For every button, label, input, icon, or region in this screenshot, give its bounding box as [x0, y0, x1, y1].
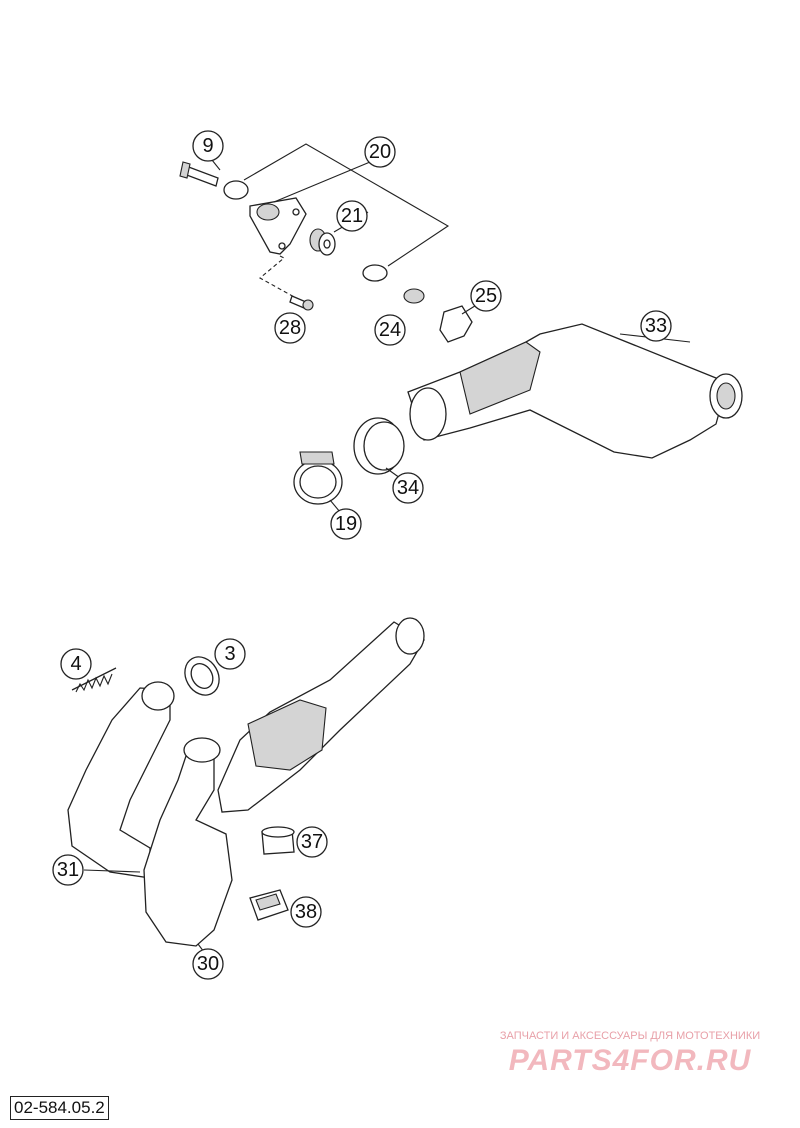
svg-text:28: 28	[279, 317, 301, 339]
spring-part-4	[71, 667, 117, 693]
callout-38: 38	[290, 896, 322, 928]
svg-text:3: 3	[224, 643, 235, 665]
callout-28: 28	[274, 312, 306, 344]
callout-4: 4	[60, 648, 92, 680]
svg-text:33: 33	[645, 315, 667, 337]
pipe-31-flange	[141, 681, 175, 711]
bolt-part-28	[289, 295, 314, 311]
clamp-part-19	[293, 451, 343, 505]
leader-31	[83, 869, 141, 873]
mid-pipe-end	[395, 617, 425, 655]
callout-20: 20	[364, 136, 396, 168]
svg-text:21: 21	[341, 205, 363, 227]
callout-31: 31	[52, 854, 84, 886]
bolt-part-9	[179, 161, 219, 187]
svg-text:25: 25	[475, 285, 497, 307]
clip-part-25	[439, 305, 473, 343]
clamp-part-38	[249, 889, 289, 921]
washer-part-24	[403, 288, 425, 304]
svg-text:34: 34	[397, 477, 419, 499]
svg-text:37: 37	[301, 831, 323, 853]
pipe-30-flange	[183, 737, 221, 763]
seal-band-part-34	[353, 417, 405, 475]
figure-code-label: 02-584.05.2	[10, 1096, 109, 1120]
callout-30: 30	[192, 948, 224, 980]
callout-33: 33	[640, 310, 672, 342]
muffler-part-33	[407, 323, 743, 459]
svg-text:4: 4	[70, 653, 81, 675]
svg-text:24: 24	[379, 319, 401, 341]
leader-19	[329, 499, 341, 513]
svg-text:38: 38	[295, 901, 317, 923]
header-pipe-part-30	[143, 741, 233, 947]
bracket-part-20	[249, 197, 307, 255]
callout-9: 9	[192, 130, 224, 162]
svg-text:20: 20	[369, 141, 391, 163]
callout-21: 21	[336, 200, 368, 232]
svg-text:31: 31	[57, 859, 79, 881]
callout-34: 34	[392, 472, 424, 504]
watermark-logo: PARTS4FOR.RU	[508, 1044, 752, 1077]
leader-lines-upper	[211, 143, 479, 315]
callout-19: 19	[330, 508, 362, 540]
mid-pipe-sleeve	[247, 699, 327, 771]
svg-text:9: 9	[202, 135, 213, 157]
spacer-part	[223, 180, 249, 200]
grommet-part-21	[309, 228, 336, 256]
sleeve-part-37	[261, 826, 295, 855]
svg-text:30: 30	[197, 953, 219, 975]
washer-part	[362, 264, 388, 282]
gasket-part-3	[184, 656, 220, 696]
watermark-caption: ЗАПЧАСТИ И АКСЕССУАРЫ ДЛЯ МОТОТЕХНИКИ	[499, 1030, 761, 1042]
svg-text:19: 19	[335, 513, 357, 535]
callout-37: 37	[296, 826, 328, 858]
callout-24: 24	[374, 314, 406, 346]
callout-25: 25	[470, 280, 502, 312]
callout-3: 3	[214, 638, 246, 670]
